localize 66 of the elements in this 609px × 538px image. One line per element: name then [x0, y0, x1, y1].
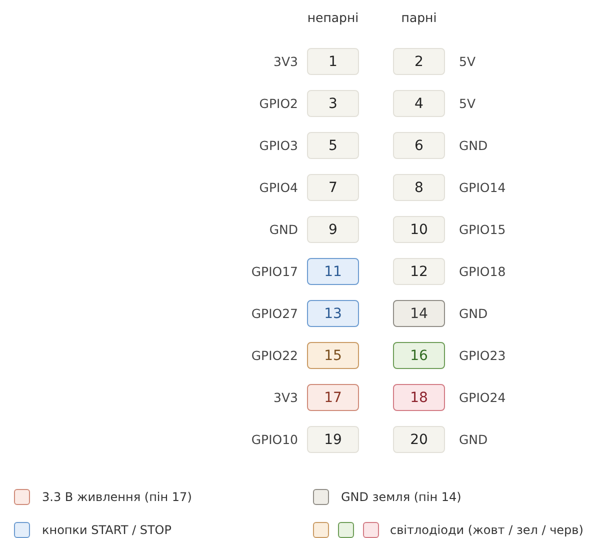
pin-label: 5V: [459, 95, 476, 113]
pin-box: [307, 132, 359, 159]
pin-label: GPIO2: [259, 95, 298, 113]
pin-box: [307, 384, 359, 411]
column-header: непарні: [307, 10, 359, 25]
column-header: парні: [401, 10, 437, 25]
pin-box: [307, 90, 359, 117]
pin-box: [393, 90, 445, 117]
pin-number: 4: [414, 96, 424, 112]
pin-number: 13: [324, 306, 342, 322]
pin-box: [393, 300, 445, 327]
pin-box: [393, 174, 445, 201]
pin-label: GND: [459, 431, 488, 449]
pin-box: [393, 48, 445, 75]
pin-box: [307, 48, 359, 75]
pin-number: 17: [324, 390, 342, 406]
pin-label: GPIO14: [459, 179, 506, 197]
pin-number: 16: [410, 348, 428, 364]
pin-number: 18: [410, 390, 428, 406]
pin-label: GPIO24: [459, 389, 506, 407]
pin-label: 3V3: [274, 53, 298, 71]
pin-label: GPIO10: [251, 431, 298, 449]
pin-box: [393, 342, 445, 369]
pin-label: GPIO4: [259, 179, 298, 197]
legend-text: GND земля (пін 14): [341, 489, 462, 505]
pin-label: GND: [269, 221, 298, 239]
pin-label: 5V: [459, 53, 476, 71]
pin-number: 14: [410, 306, 428, 322]
pin-box: [393, 258, 445, 285]
pin-number: 12: [410, 264, 428, 280]
pin-box: [307, 258, 359, 285]
pin-number: 10: [410, 222, 428, 238]
pin-box: [393, 216, 445, 243]
pin-label: GPIO3: [259, 137, 298, 155]
pin-label: GPIO27: [251, 305, 298, 323]
pin-number: 20: [410, 432, 428, 448]
pin-box: [307, 426, 359, 453]
pin-number: 19: [324, 432, 342, 448]
pin-number: 8: [414, 180, 424, 196]
pin-box: [307, 300, 359, 327]
pin-box: [393, 132, 445, 159]
pin-box: [307, 342, 359, 369]
pin-number: 5: [328, 138, 338, 154]
pin-label: GPIO15: [459, 221, 506, 239]
pin-number: 15: [324, 348, 342, 364]
legend-text: 3.3 В живлення (пін 17): [42, 489, 192, 505]
pin-number: 9: [328, 222, 338, 238]
pin-number: 2: [414, 54, 424, 70]
pin-box: [393, 426, 445, 453]
pin-label: GND: [459, 305, 488, 323]
pin-label: GPIO18: [459, 263, 506, 281]
pin-number: 3: [328, 96, 338, 112]
legend-text: світлодіоди (жовт / зел / черв): [390, 522, 584, 538]
pin-box: [393, 384, 445, 411]
pin-box: [307, 174, 359, 201]
pin-number: 11: [324, 264, 342, 280]
pin-number: 6: [414, 138, 424, 154]
pin-box: [307, 216, 359, 243]
pin-label: GPIO17: [251, 263, 298, 281]
pin-label: 3V3: [274, 389, 298, 407]
pin-label: GND: [459, 137, 488, 155]
pin-number: 1: [328, 54, 338, 70]
pin-label: GPIO22: [251, 347, 298, 365]
legend-text: кнопки START / STOP: [42, 522, 172, 538]
pin-number: 7: [328, 180, 338, 196]
pin-label: GPIO23: [459, 347, 506, 365]
